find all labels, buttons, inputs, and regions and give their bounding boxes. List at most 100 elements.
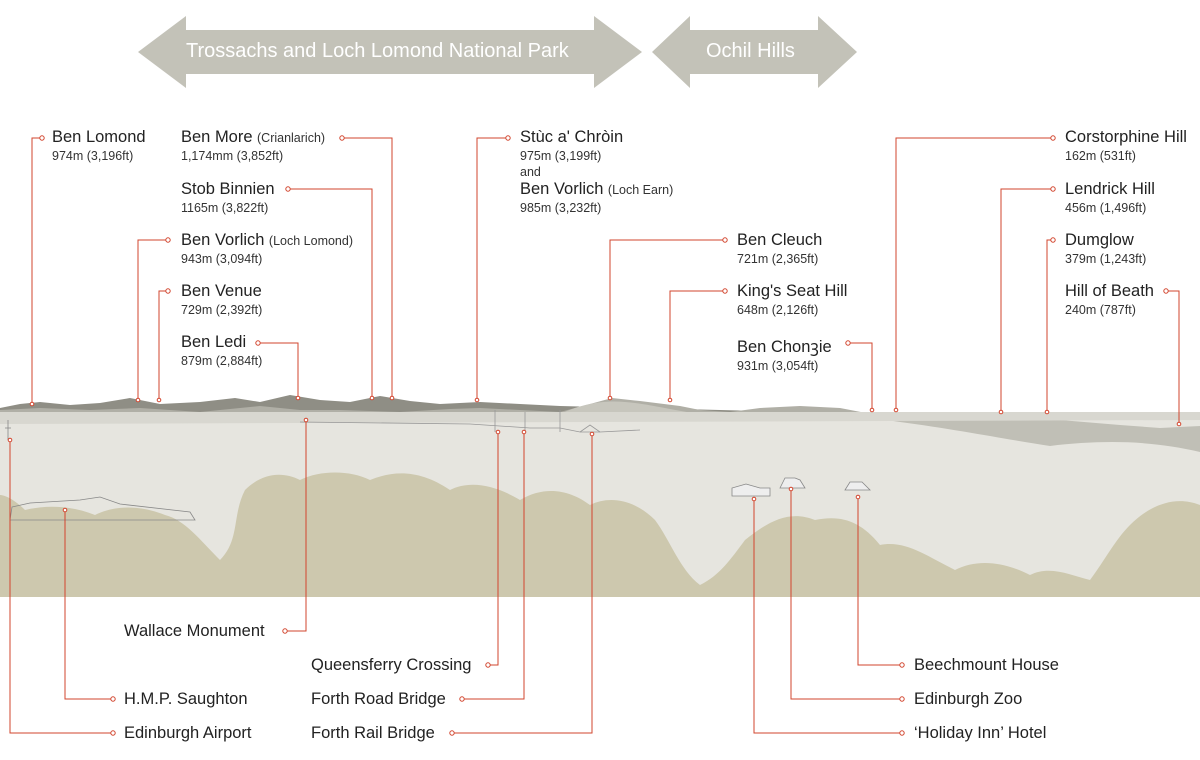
leader-queensferry-end-dot: [495, 429, 501, 435]
peak-height: 456m (1,496ft): [1065, 201, 1147, 215]
leader-forth-road-line: [462, 432, 525, 700]
leader-hmp-dot: [110, 696, 116, 702]
leader-holiday-inn-line: [753, 499, 902, 734]
peak-ben-lomond: Ben Lomond 974m (3,196ft): [52, 128, 146, 163]
leader-hill-of-beath-dot: [1163, 288, 1169, 294]
leader-corstorphine-end-dot: [893, 407, 899, 413]
leader-airport-dot: [110, 730, 116, 736]
airport-buildings: [5, 420, 196, 521]
leader-wallace-line: [285, 420, 307, 632]
region-arrow-ochil: [652, 16, 857, 88]
leader-beechmount-line: [857, 497, 902, 666]
leader-kings-seat-line: [669, 290, 725, 400]
peak-name: Ben Cleuch: [737, 231, 823, 249]
leader-ben-venue-line: [158, 290, 168, 400]
leader-dumglow-dot: [1050, 237, 1056, 243]
leader-ben-ledi-line: [258, 342, 299, 398]
leader-airport-end-dot: [7, 437, 13, 443]
peak-qualifier: (Loch Earn): [607, 183, 674, 197]
landmark-wallace-monument: Wallace Monument: [124, 622, 265, 640]
bridges: [299, 410, 641, 433]
peak-name: Corstorphine Hill: [1065, 128, 1187, 146]
leader-ben-chonzie-end-dot: [869, 407, 875, 413]
leader-ben-more-dot: [339, 135, 345, 141]
fife-hills: [860, 416, 1200, 452]
leader-stob-binnien-end-dot: [369, 395, 375, 401]
peak-stuc-a-chroin: Stùc a' Chròin 975m (3,199ft) and Ben Vo…: [520, 128, 673, 215]
peak-height: 879m (2,884ft): [181, 354, 263, 368]
region-label-ochil: Ochil Hills: [706, 40, 795, 62]
peak-name: King's Seat Hill: [737, 282, 848, 300]
peak-ben-vorlich-loch-lomond: Ben Vorlich (Loch Lomond) 943m (3,094ft): [181, 231, 353, 266]
peak-height: 1165m (3,822ft): [181, 201, 269, 215]
leader-forth-rail-dot: [449, 730, 455, 736]
peak-kings-seat-hill: King's Seat Hill 648m (2,126ft): [737, 282, 847, 317]
leader-lines: [7, 135, 1182, 736]
leader-ben-more-end-dot: [389, 395, 395, 401]
landmark-queensferry-crossing: Queensferry Crossing: [311, 656, 472, 674]
ochil-hump: [560, 401, 700, 414]
leader-holiday-inn-dot: [899, 730, 905, 736]
leader-ben-cleuch-dot: [722, 237, 728, 243]
landmark-forth-rail-bridge: Forth Rail Bridge: [311, 724, 435, 742]
peak-name: Hill of Beath: [1065, 282, 1154, 300]
leader-dumglow-end-dot: [1044, 409, 1050, 415]
peak-height: 985m (3,232ft): [520, 201, 602, 215]
leader-kings-seat-end-dot: [667, 397, 673, 403]
leader-stob-binnien-dot: [285, 186, 291, 192]
leader-ben-vorlich-ll-line: [137, 239, 168, 400]
leader-airport-line: [9, 440, 113, 734]
landmark-hmp-saughton: H.M.P. Saughton: [124, 690, 248, 708]
peak-qualifier: (Crianlarich): [257, 131, 326, 145]
leader-holiday-inn-end-dot: [751, 496, 757, 502]
leader-ben-vorlich-ll-end-dot: [135, 397, 141, 403]
leader-forth-rail-end-dot: [589, 431, 595, 437]
peak-dumglow: Dumglow 379m (1,243ft): [1065, 231, 1146, 266]
leader-forth-road-dot: [459, 696, 465, 702]
peak-height: 721m (2,365ft): [737, 252, 819, 266]
peak-height: 1,174mm (3,852ft): [181, 149, 284, 163]
peak-ben-ledi: Ben Ledi 879m (2,884ft): [181, 333, 262, 368]
leader-stuc-end-dot: [474, 397, 480, 403]
peak-height: 975m (3,199ft): [520, 149, 602, 163]
leader-hill-of-beath-line: [1166, 290, 1180, 424]
peak-lendrick-hill: Lendrick Hill 456m (1,496ft): [1065, 180, 1155, 215]
leader-ben-ledi-end-dot: [295, 395, 301, 401]
leader-ben-more-line: [342, 137, 393, 398]
peak-height: 974m (3,196ft): [52, 149, 134, 163]
leader-wallace-end-dot: [303, 417, 309, 423]
peak-name: Ben Chonꝫie: [737, 338, 832, 356]
peak-name: Stùc a' Chròin: [520, 128, 624, 146]
landmark-forth-road-bridge: Forth Road Bridge: [311, 690, 446, 708]
leader-corstorphine-dot: [1050, 135, 1056, 141]
peak-name: Ben Lomond: [52, 128, 146, 146]
peak-height: 931m (3,054ft): [737, 359, 819, 373]
peak-name: Ben More: [181, 128, 253, 146]
peak-ben-venue: Ben Venue 729m (2,392ft): [181, 282, 262, 317]
peak-ben-cleuch: Ben Cleuch 721m (2,365ft): [737, 231, 822, 266]
peak-name: Lendrick Hill: [1065, 180, 1155, 198]
region-label-trossachs: Trossachs and Loch Lomond National Park: [186, 40, 569, 62]
peak-name: Dumglow: [1065, 231, 1134, 249]
leader-forth-road-end-dot: [521, 429, 527, 435]
peak-name: Ben Ledi: [181, 333, 247, 351]
peak-height: 240m (787ft): [1065, 303, 1136, 317]
shoreline: [0, 412, 1200, 424]
peak-name: Ben Venue: [181, 282, 262, 300]
leader-wallace-dot: [282, 628, 288, 634]
landmark-edinburgh-zoo: Edinburgh Zoo: [914, 690, 1023, 708]
ground-plain: [0, 412, 1200, 585]
leader-zoo-end-dot: [788, 486, 794, 492]
leader-ben-chonzie-line: [848, 342, 873, 410]
leader-zoo-line: [790, 489, 902, 700]
peak-stob-binnien: Stob Binnien 1165m (3,822ft): [181, 180, 275, 215]
leader-forth-rail-line: [452, 434, 593, 734]
leader-lendrick-end-dot: [998, 409, 1004, 415]
leader-ben-cleuch-end-dot: [607, 395, 613, 401]
leader-beechmount-dot: [899, 662, 905, 668]
leader-ben-lomond-end-dot: [29, 401, 35, 407]
peak-hill-of-beath: Hill of Beath 240m (787ft): [1065, 282, 1154, 317]
leader-corstorphine-line: [895, 137, 1053, 410]
